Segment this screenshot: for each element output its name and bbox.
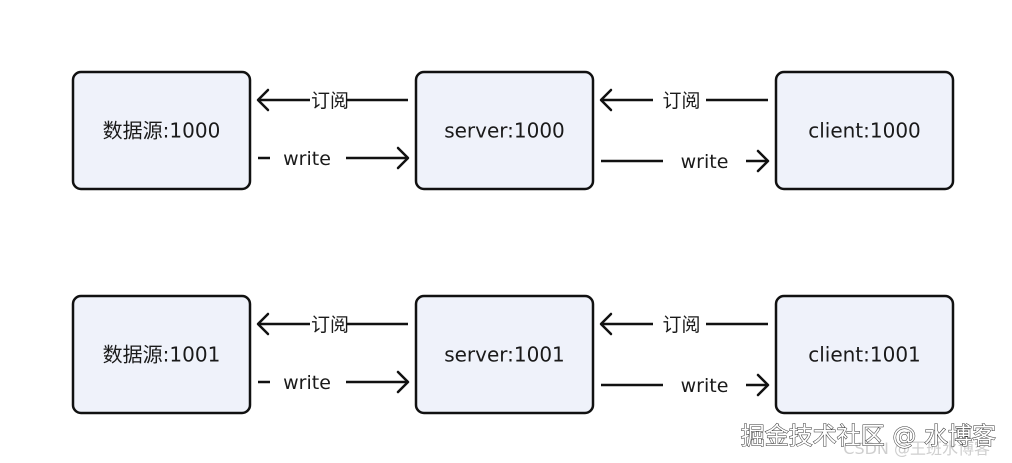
write-arrow-head <box>756 149 770 173</box>
source-node: 数据源:1000 <box>71 70 252 191</box>
diagram-row: 数据源:1001 server:1001 client:1001 订阅 write 订阅 w… <box>71 294 955 415</box>
watermark-main: 掘金技术社区 @ 水博客 <box>741 422 996 450</box>
client-node-label: client:1001 <box>808 343 921 367</box>
server-node-box <box>414 70 595 191</box>
write-arrow: write <box>601 149 770 173</box>
subscribe-label: 订阅 <box>311 90 349 112</box>
subscribe-arrow: 订阅 <box>256 312 408 336</box>
write-arrow: write <box>258 370 410 394</box>
subscribe-arrow-head <box>256 312 270 336</box>
write-arrow: write <box>601 373 770 397</box>
diagram-row: 数据源:1000 server:1000 client:1000 订阅 write 订阅 w… <box>71 70 955 191</box>
subscribe-label: 订阅 <box>662 314 700 336</box>
source-node-box <box>71 70 252 191</box>
subscribe-label: 订阅 <box>311 314 349 336</box>
source-node-box <box>71 294 252 415</box>
source-node: 数据源:1001 <box>71 294 252 415</box>
write-label: write <box>283 148 331 170</box>
subscribe-arrow: 订阅 <box>599 312 768 336</box>
write-arrow-head <box>756 373 770 397</box>
client-node: client:1001 <box>774 294 955 415</box>
subscribe-arrow-head <box>256 88 270 112</box>
write-label: write <box>283 372 331 394</box>
watermark-sub: CSDN @王班水博客 <box>843 439 990 458</box>
write-arrow-head <box>396 146 410 170</box>
client-node-box <box>774 70 955 191</box>
server-node-label: server:1001 <box>444 343 565 367</box>
write-label: write <box>681 375 729 397</box>
client-node-box <box>774 294 955 415</box>
server-node-box <box>414 294 595 415</box>
server-node: server:1001 <box>414 294 595 415</box>
source-node-label: 数据源:1000 <box>103 119 221 143</box>
source-node-label: 数据源:1001 <box>103 343 221 367</box>
subscribe-arrow: 订阅 <box>256 88 408 112</box>
subscribe-arrow-head <box>599 312 613 336</box>
client-node-label: client:1000 <box>808 119 921 143</box>
subscribe-arrow: 订阅 <box>599 88 768 112</box>
write-arrow-head <box>396 370 410 394</box>
client-node: client:1000 <box>774 70 955 191</box>
subscribe-label: 订阅 <box>662 90 700 112</box>
server-node-label: server:1000 <box>444 119 565 143</box>
server-node: server:1000 <box>414 70 595 191</box>
write-label: write <box>681 151 729 173</box>
write-arrow: write <box>258 146 410 170</box>
subscribe-arrow-head <box>599 88 613 112</box>
